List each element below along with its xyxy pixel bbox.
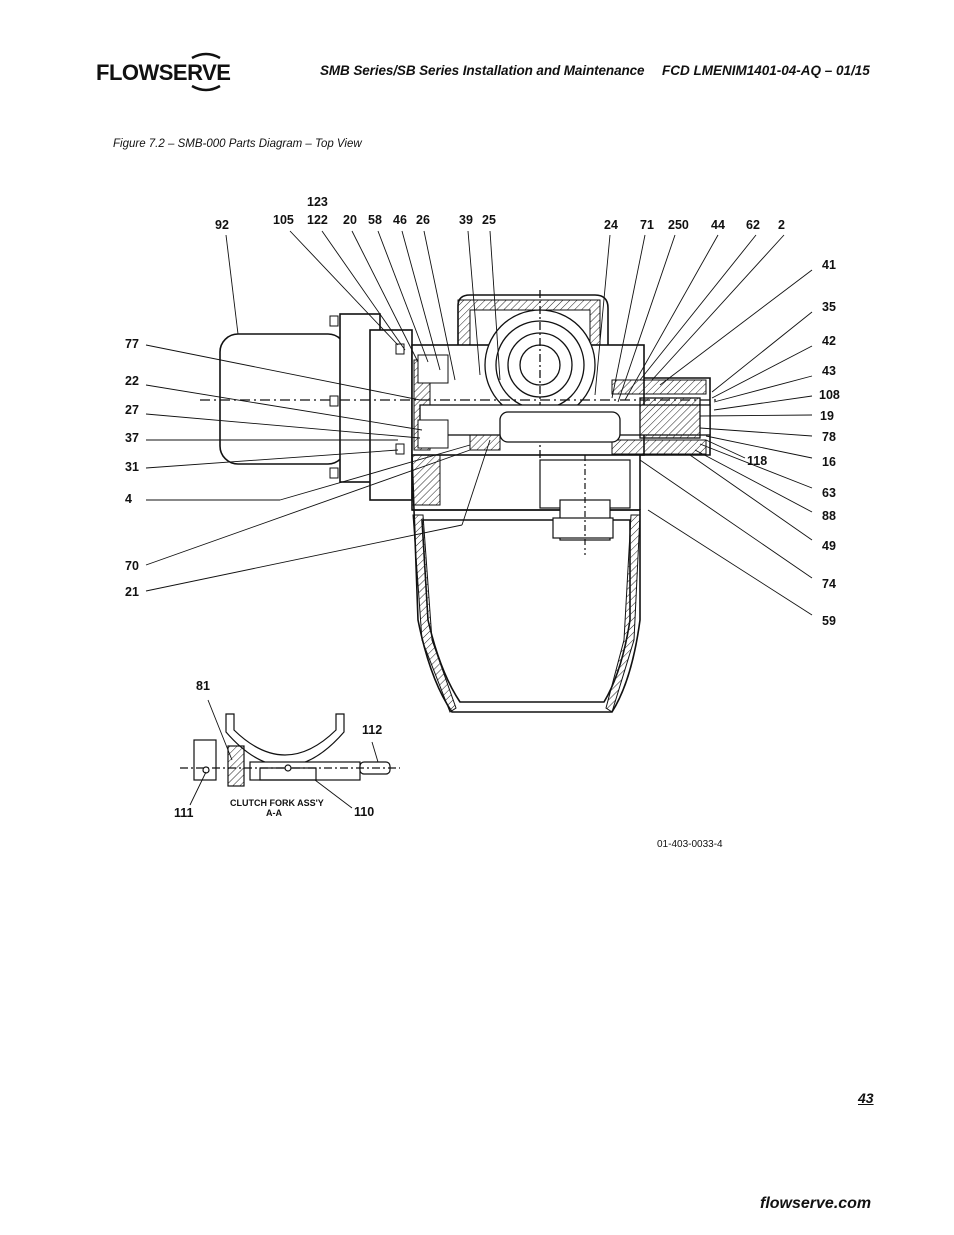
figure-caption: Figure 7.2 – SMB-000 Parts Diagram – Top… [113, 138, 362, 150]
callout-92: 92 [215, 218, 229, 232]
detail-section: A-A [266, 808, 282, 818]
callout-122: 122 [307, 213, 328, 227]
drive-shaft [200, 397, 720, 443]
callout-81: 81 [196, 679, 210, 693]
callout-24: 24 [604, 218, 618, 232]
callout-44: 44 [711, 218, 725, 232]
callout-108: 108 [819, 388, 840, 402]
callout-25: 25 [482, 213, 496, 227]
callout-123: 123 [307, 195, 328, 209]
callout-19: 19 [820, 409, 834, 423]
logo-arc-bottom [191, 84, 221, 92]
callout-118: 118 [747, 454, 767, 468]
callout-250: 250 [668, 218, 689, 232]
callout-31: 31 [125, 460, 139, 474]
callout-105: 105 [273, 213, 294, 227]
footer-url[interactable]: flowserve.com [760, 1195, 872, 1212]
callout-35: 35 [822, 300, 836, 314]
header-doc-code: FCD LMENIM1401-04-AQ – 01/15 [662, 63, 870, 78]
logo-wordmark: FLOWSERVE [96, 60, 230, 85]
callout-2: 2 [778, 218, 785, 232]
callout-39: 39 [459, 213, 473, 227]
callout-21: 21 [125, 585, 139, 599]
callout-58: 58 [368, 213, 382, 227]
callout-49: 49 [822, 539, 836, 553]
callout-70: 70 [125, 559, 139, 573]
motor-details [329, 315, 449, 479]
callout-4: 4 [125, 492, 132, 506]
callout-74: 74 [822, 577, 836, 591]
header-title: SMB Series/SB Series Installation and Ma… [320, 63, 645, 78]
callout-41: 41 [822, 258, 836, 272]
callout-37: 37 [125, 431, 139, 445]
callout-71: 71 [640, 218, 654, 232]
drawing-number: 01-403-0033-4 [657, 839, 723, 850]
clutch-fork-detail [180, 699, 400, 809]
page-number: 43 [858, 1090, 874, 1106]
callout-110: 110 [354, 805, 374, 819]
callout-16: 16 [822, 455, 836, 469]
callout-78: 78 [822, 430, 836, 444]
callout-63: 63 [822, 486, 836, 500]
callout-labels: 92 123 105 122 20 58 46 26 39 25 24 71 2… [125, 195, 840, 628]
callout-88: 88 [822, 509, 836, 523]
callout-26: 26 [416, 213, 430, 227]
callout-112: 112 [362, 723, 382, 737]
worm-gear [484, 290, 596, 460]
callout-59: 59 [822, 614, 836, 628]
callout-22: 22 [125, 374, 139, 388]
leader-lines [145, 230, 813, 616]
callout-77: 77 [125, 337, 139, 351]
callout-46: 46 [393, 213, 407, 227]
callout-20: 20 [343, 213, 357, 227]
callout-27: 27 [125, 403, 139, 417]
housing-outline [219, 294, 711, 713]
logo-arc-top [191, 52, 221, 60]
detail-labels: 81 112 111 110 CLUTCH FORK ASS'Y A-A [174, 679, 382, 820]
lower-gear-train [539, 455, 631, 555]
callout-43: 43 [822, 364, 836, 378]
callout-42: 42 [822, 334, 836, 348]
detail-title: CLUTCH FORK ASS'Y [230, 798, 324, 808]
flowserve-logo: FLOWSERVE [96, 52, 231, 92]
callout-111: 111 [174, 806, 194, 820]
callout-62: 62 [746, 218, 760, 232]
